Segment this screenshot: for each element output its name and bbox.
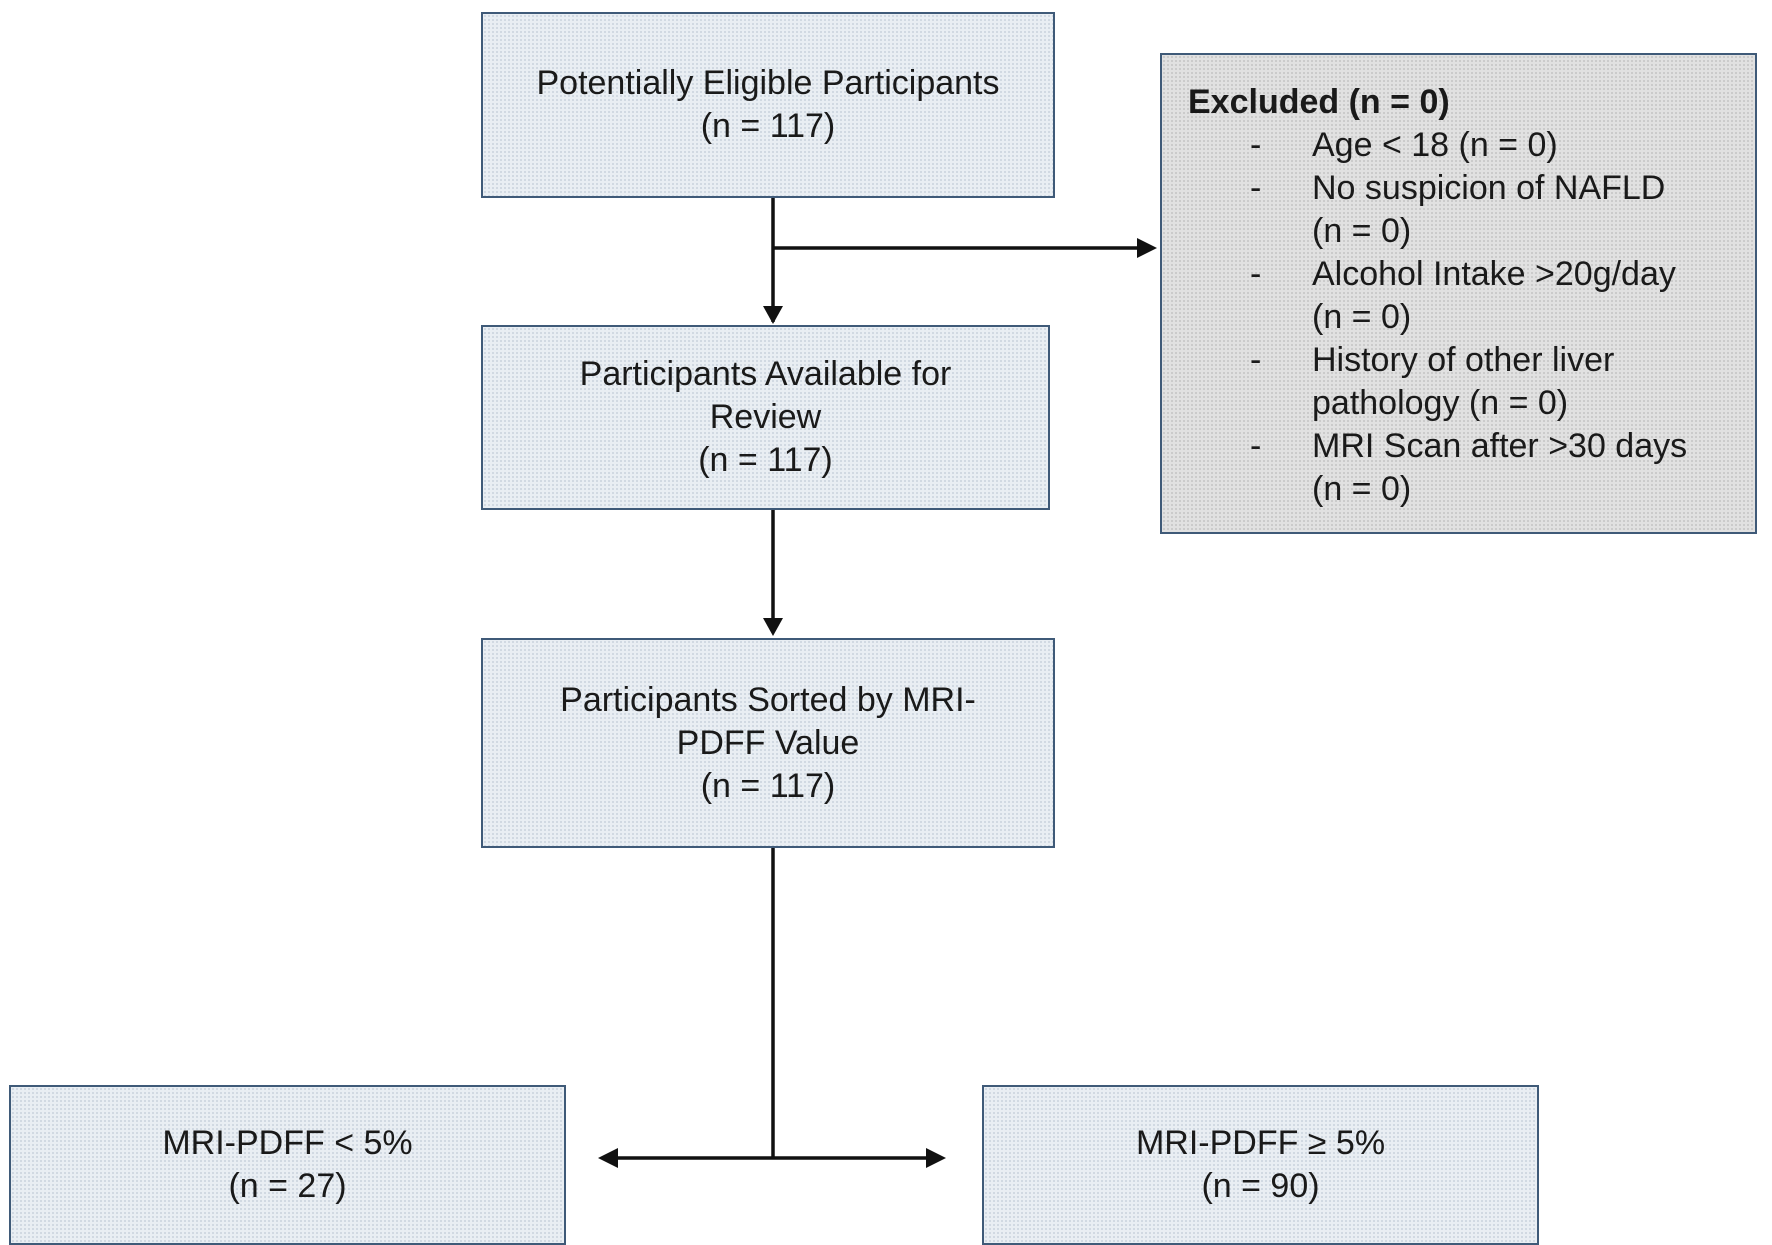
excluded-item-alcohol-text: Alcohol Intake >20g/day	[1312, 255, 1676, 293]
box-sorted-by-mri-pdff: Participants Sorted by MRI- PDFF Value (…	[481, 638, 1055, 848]
excluded-item-mri-scan-count: (n = 0)	[1312, 470, 1412, 508]
arrow-review-to-sorted-head	[763, 618, 783, 636]
eligible-label: Potentially Eligible Participants	[536, 64, 1000, 102]
excluded-item-liver-pathology: - History of other liver pathology (n = …	[1188, 339, 1687, 425]
excluded-item-age: - Age < 18 (n = 0)	[1188, 124, 1687, 167]
review-label-line1: Participants Available for	[579, 355, 952, 393]
high-label: MRI-PDFF ≥ 5%	[1135, 1124, 1386, 1162]
sorted-count: (n = 117)	[700, 766, 836, 805]
box-mri-pdff-high: MRI-PDFF ≥ 5% (n = 90)	[982, 1085, 1539, 1245]
arrow-to-excluded-head	[1137, 238, 1157, 258]
excluded-item-alcohol: - Alcohol Intake >20g/day (n = 0)	[1188, 253, 1687, 339]
excluded-criteria-list: - Age < 18 (n = 0) - No suspicion of NAF…	[1188, 124, 1687, 511]
excluded-item-nafld: - No suspicion of NAFLD (n = 0)	[1188, 167, 1687, 253]
excluded-item-alcohol-count: (n = 0)	[1312, 298, 1412, 336]
list-bullet: -	[1250, 427, 1262, 465]
excluded-item-mri-scan: - MRI Scan after >30 days (n = 0)	[1188, 425, 1687, 511]
sorted-label-line1: Participants Sorted by MRI-	[560, 680, 976, 719]
eligible-count: (n = 117)	[700, 107, 836, 145]
excluded-item-liver-pathology-text: History of other liver	[1312, 341, 1615, 379]
high-count: (n = 90)	[1201, 1167, 1320, 1205]
sorted-label-line2: PDFF Value	[676, 723, 860, 762]
excluded-item-nafld-text: No suspicion of NAFLD	[1312, 169, 1666, 207]
excluded-item-nafld-count: (n = 0)	[1312, 212, 1412, 250]
arrow-to-low-head	[598, 1148, 618, 1168]
arrow-to-high-head	[926, 1148, 946, 1168]
excluded-item-age-text: Age < 18 (n = 0)	[1312, 126, 1558, 164]
box-eligible-participants: Potentially Eligible Participants (n = 1…	[481, 12, 1055, 198]
review-count: (n = 117)	[698, 441, 833, 479]
arrow-eligible-to-review-head	[763, 306, 783, 324]
list-bullet: -	[1250, 169, 1262, 207]
box-mri-pdff-low: MRI-PDFF < 5% (n = 27)	[9, 1085, 566, 1245]
low-count: (n = 27)	[228, 1167, 347, 1205]
list-bullet: -	[1250, 126, 1262, 164]
box-excluded: Excluded (n = 0) - Age < 18 (n = 0) - No…	[1160, 53, 1757, 534]
list-bullet: -	[1250, 341, 1262, 379]
low-label: MRI-PDFF < 5%	[162, 1124, 413, 1162]
excluded-title: Excluded (n = 0)	[1188, 83, 1450, 121]
box-available-for-review: Participants Available for Review (n = 1…	[481, 325, 1050, 510]
excluded-item-mri-scan-text: MRI Scan after >30 days	[1312, 427, 1688, 465]
excluded-item-liver-pathology-count: pathology (n = 0)	[1312, 384, 1569, 422]
review-label-line2: Review	[709, 398, 822, 436]
list-bullet: -	[1250, 255, 1262, 293]
